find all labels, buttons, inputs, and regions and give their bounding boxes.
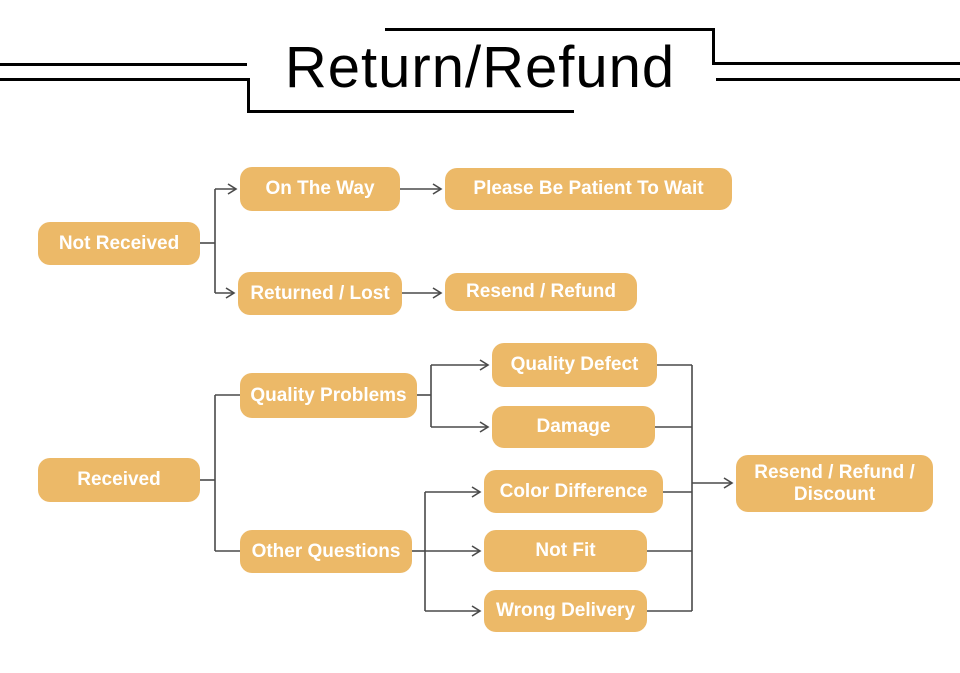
title-rule-over-title xyxy=(385,28,715,31)
node-not-received: Not Received xyxy=(38,222,200,265)
title-rule-right-top xyxy=(712,62,960,65)
title-rule-right-vertical xyxy=(712,28,715,65)
title-rule-left-top xyxy=(0,63,247,66)
edges-merge-outcome xyxy=(647,364,734,612)
node-returned-lost: Returned / Lost xyxy=(238,272,402,315)
edges-received xyxy=(200,394,240,552)
node-please-be-patient: Please Be Patient To Wait xyxy=(445,168,732,210)
page-title: Return/Refund xyxy=(284,35,676,100)
node-quality-defect: Quality Defect xyxy=(492,343,657,387)
title-rule-under-title xyxy=(247,110,574,113)
edges-not-received xyxy=(200,183,443,299)
node-resend-refund-discount: Resend / Refund / Discount xyxy=(736,455,933,512)
node-received: Received xyxy=(38,458,200,502)
title-rule-left-vertical xyxy=(247,78,250,113)
node-not-fit: Not Fit xyxy=(484,530,647,572)
title-rule-left-bottom xyxy=(0,78,250,81)
node-damage: Damage xyxy=(492,406,655,448)
node-other-questions: Other Questions xyxy=(240,530,412,573)
node-wrong-delivery: Wrong Delivery xyxy=(484,590,647,632)
edges-other-questions xyxy=(412,486,482,617)
node-color-difference: Color Difference xyxy=(484,470,663,513)
edges-quality-problems xyxy=(417,359,490,433)
node-resend-refund: Resend / Refund xyxy=(445,273,637,311)
node-on-the-way: On The Way xyxy=(240,167,400,211)
node-quality-problems: Quality Problems xyxy=(240,373,417,418)
title-rule-right-bottom xyxy=(716,78,960,81)
